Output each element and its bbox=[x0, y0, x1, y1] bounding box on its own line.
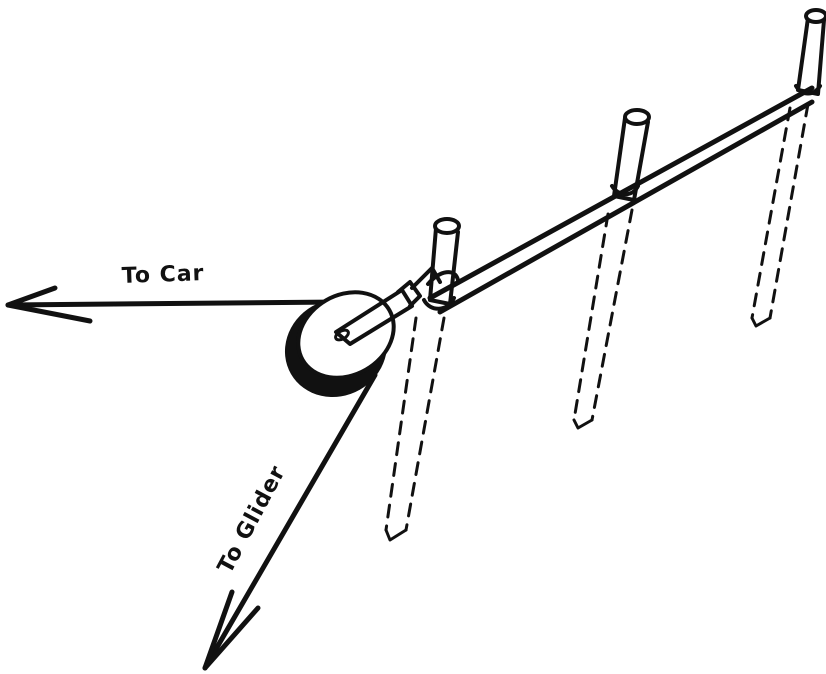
stake-front bbox=[384, 217, 461, 542]
stake-far bbox=[750, 8, 826, 328]
stake-middle bbox=[572, 108, 651, 430]
arrowhead-down-icon bbox=[202, 589, 261, 671]
pulley-wheel bbox=[284, 290, 396, 398]
rope-to-car bbox=[5, 285, 343, 324]
rope-to-glider bbox=[202, 372, 378, 671]
connecting-bar bbox=[427, 85, 815, 315]
arrowhead-left-icon bbox=[5, 285, 93, 324]
label-to-car: To Car bbox=[121, 261, 205, 289]
label-to-glider: To Glider bbox=[213, 461, 291, 577]
